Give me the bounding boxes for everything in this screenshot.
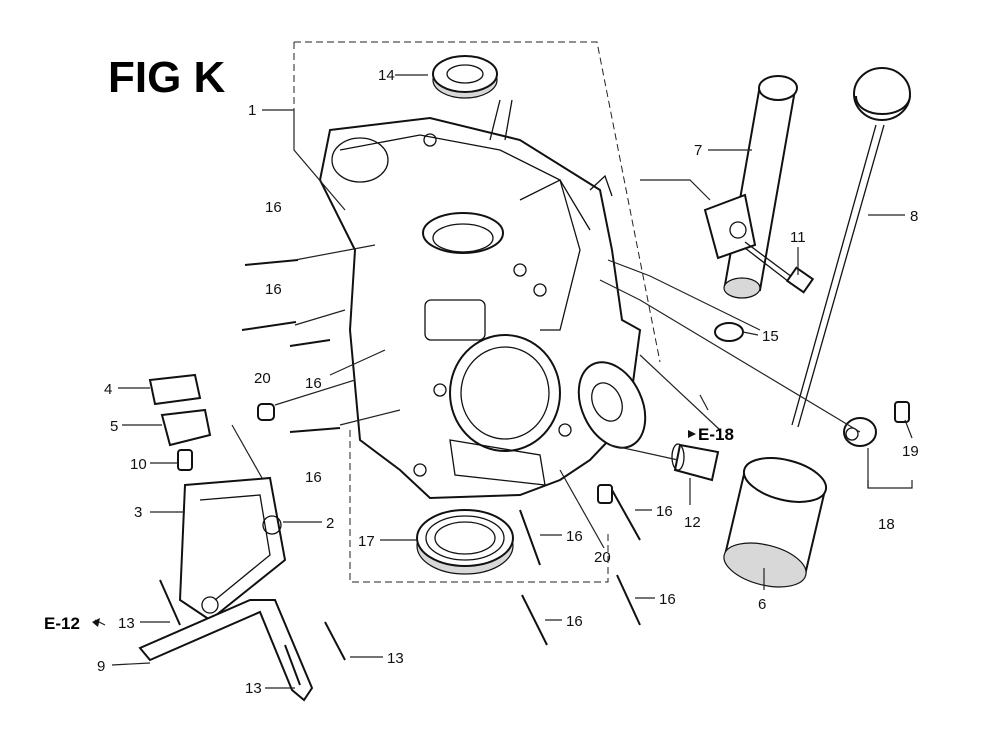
oil-pressure-switch	[843, 401, 910, 447]
figure-title: FIG K	[108, 53, 226, 102]
oil-filter-mount	[577, 361, 647, 449]
callout-13-c: 13	[245, 680, 262, 697]
callout-16-c: 16	[305, 375, 322, 392]
assembly-boundary	[293, 41, 661, 583]
e18-arrow-icon	[688, 430, 696, 438]
oil-seal-top	[432, 55, 498, 99]
callout-4: 4	[104, 381, 112, 398]
callout-13-b: 13	[387, 650, 404, 667]
callout-16-h: 16	[659, 591, 676, 608]
callout-16-f: 16	[566, 613, 583, 630]
oil-filler-tube	[703, 75, 798, 299]
callout-2: 2	[326, 515, 334, 532]
callout-16-d: 16	[305, 469, 322, 486]
callout-11: 11	[790, 229, 806, 246]
reference-e12[interactable]: E-12	[44, 614, 80, 633]
reference-e18[interactable]: E-18	[698, 425, 734, 444]
callout-1: 1	[248, 102, 256, 119]
callout-20-b: 20	[594, 549, 611, 566]
filter-nipple	[671, 443, 720, 482]
callout-10: 10	[130, 456, 147, 473]
callout-5: 5	[110, 418, 118, 435]
callout-9: 9	[97, 658, 105, 675]
bolt-11	[744, 241, 815, 294]
main-bearing	[416, 509, 514, 575]
callout-8: 8	[910, 208, 918, 225]
studs-and-bolts	[159, 259, 641, 686]
callout-13-a: 13	[118, 615, 135, 632]
callout-3: 3	[134, 504, 142, 521]
callout-15: 15	[762, 328, 779, 345]
callout-16-g: 16	[656, 503, 673, 520]
callout-14: 14	[378, 67, 395, 84]
callout-16-a: 16	[265, 199, 282, 216]
callout-6: 6	[758, 596, 766, 613]
callout-16-b: 16	[265, 281, 282, 298]
e12-arrow-icon	[92, 618, 100, 627]
o-ring-15	[714, 322, 744, 342]
callout-20-a: 20	[254, 370, 271, 387]
leader-lines	[94, 74, 913, 689]
dipstick	[791, 67, 911, 428]
callout-19: 19	[902, 443, 919, 460]
callout-18: 18	[878, 516, 895, 533]
oil-filter	[723, 457, 828, 588]
callout-labels: 14 1 16 16 16 20 16 4 5 10 3 2 13 13 13 …	[97, 67, 919, 697]
callout-16-e: 16	[566, 528, 583, 545]
callout-7: 7	[694, 142, 702, 159]
callout-12: 12	[684, 514, 701, 531]
crankcase-body	[318, 99, 642, 500]
callout-17: 17	[358, 533, 375, 550]
breather-assembly	[138, 373, 314, 702]
